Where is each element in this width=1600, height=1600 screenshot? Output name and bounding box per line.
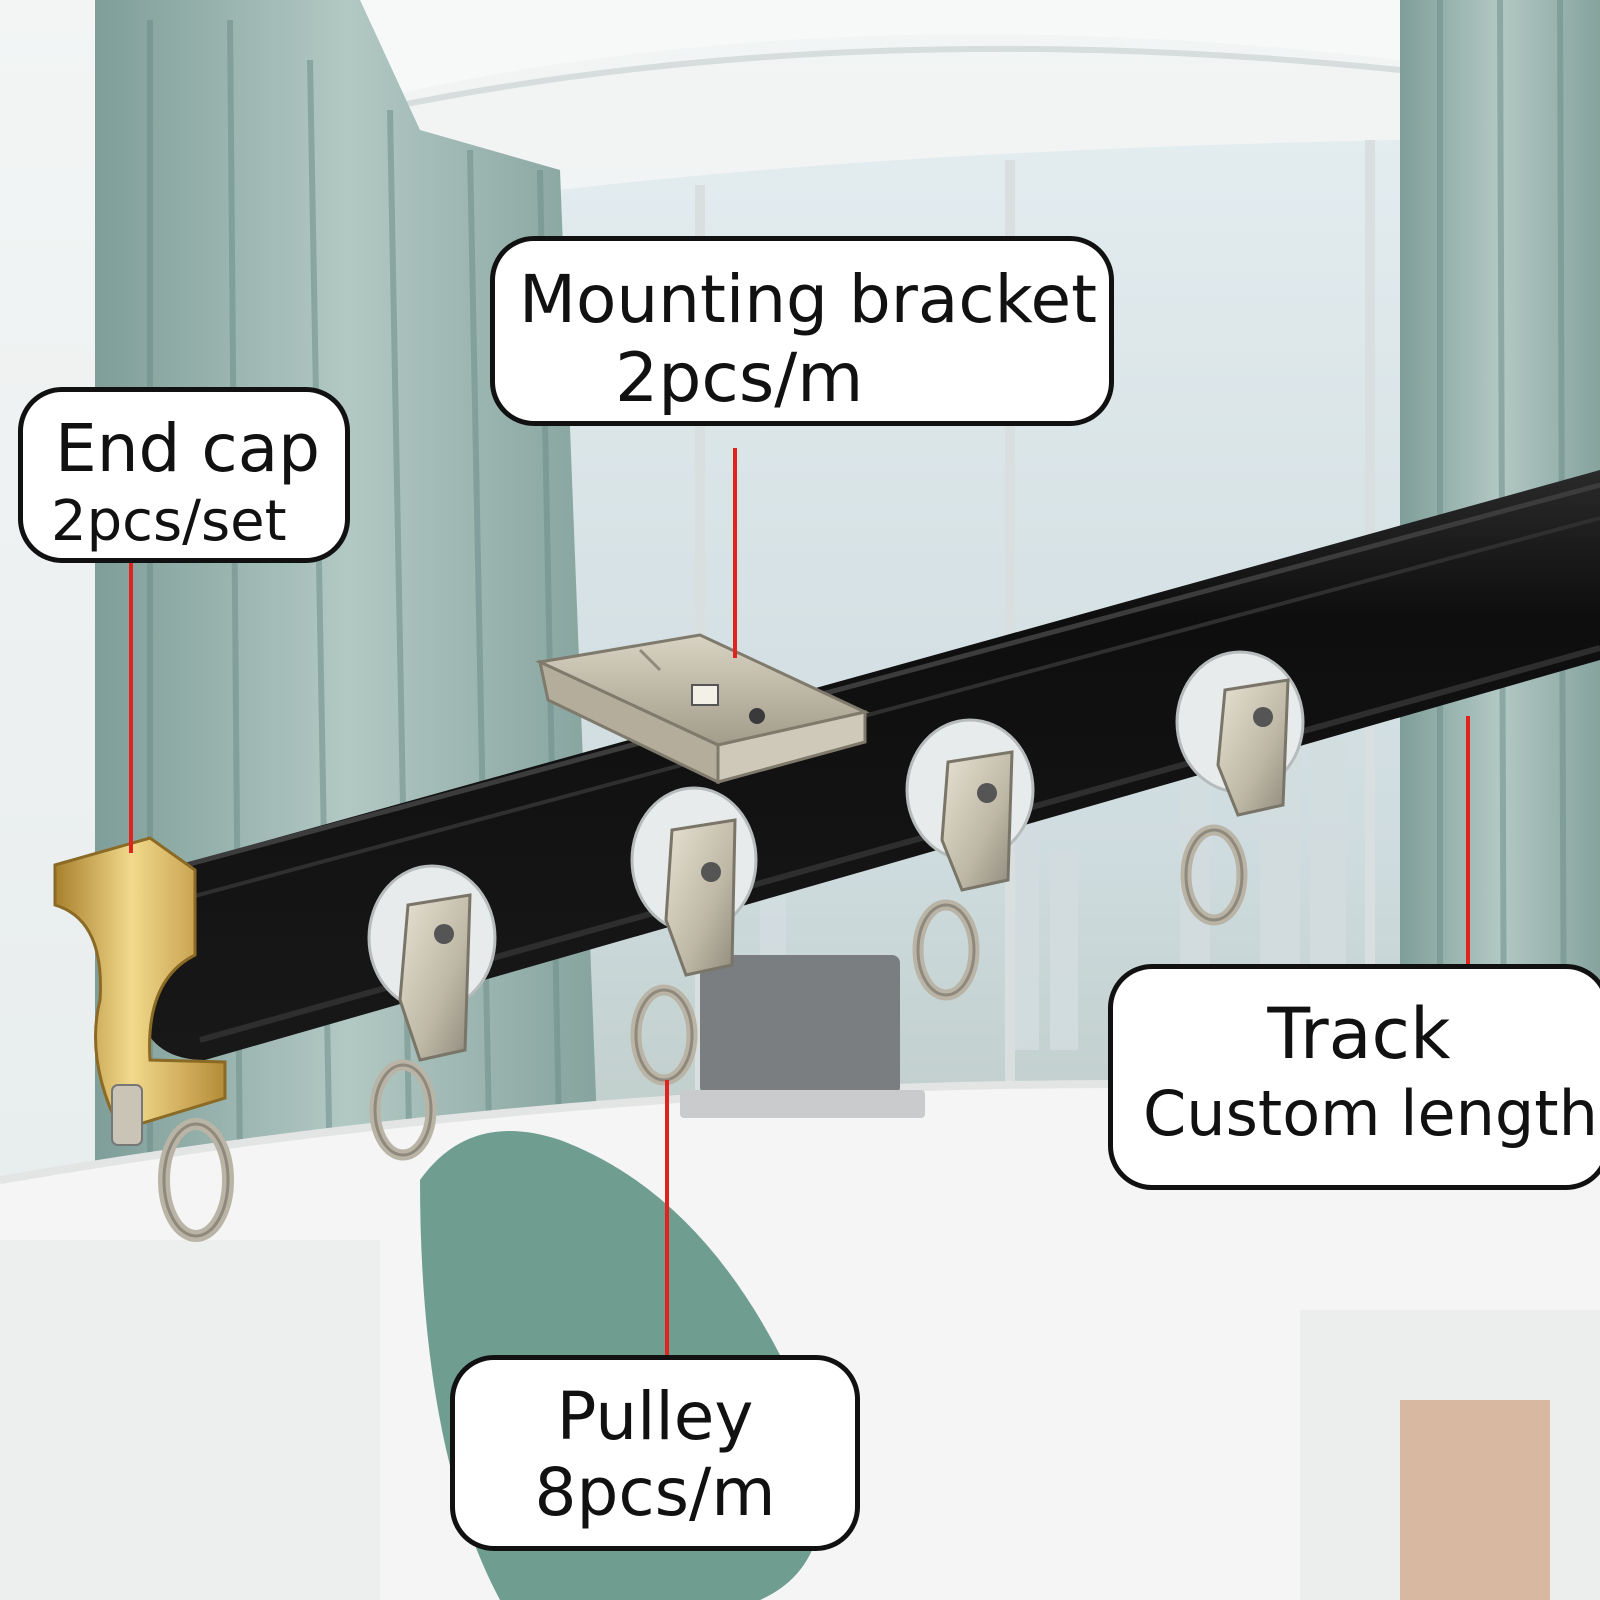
callout-title: Pulley: [556, 1378, 754, 1455]
book: [1400, 1400, 1550, 1600]
callout-quantity: 2pcs/set: [51, 489, 287, 554]
desk: [0, 1084, 1600, 1600]
callout-title: Track: [1267, 993, 1451, 1075]
pulley-1: [367, 864, 497, 1161]
laptop-base: [680, 1090, 925, 1118]
pulley-3: [905, 718, 1035, 1001]
callout-track: Track Custom length: [1108, 964, 1600, 1190]
callout-quantity: 8pcs/m: [534, 1454, 776, 1531]
callout-mounting-bracket: Mounting bracket 2pcs/m: [490, 236, 1114, 426]
leader-line-end-cap: [129, 563, 133, 853]
window-frame-top: [329, 45, 1401, 123]
mounting-bracket: [534, 633, 870, 785]
end-cap: [53, 836, 234, 1242]
track-groove-2: [179, 516, 1600, 902]
pulley-2: [630, 786, 758, 1086]
track-groove-1: [159, 482, 1600, 875]
callout-title: Mounting bracket: [519, 261, 1098, 338]
callout-title: End cap: [55, 410, 321, 487]
ceiling-curve: [330, 0, 1400, 110]
leader-line-track: [1466, 716, 1470, 964]
laptop-screen: [700, 955, 900, 1095]
leader-line-mounting-bracket: [733, 448, 737, 658]
callout-quantity: Custom length: [1143, 1077, 1598, 1150]
callout-pulley: Pulley 8pcs/m: [450, 1355, 860, 1551]
desk-cabinet: [0, 1240, 380, 1600]
leader-line-pulley: [665, 1080, 669, 1355]
callout-quantity: 2pcs/m: [615, 339, 864, 418]
pulley-4: [1175, 650, 1305, 926]
callout-end-cap: End cap 2pcs/set: [18, 387, 350, 563]
